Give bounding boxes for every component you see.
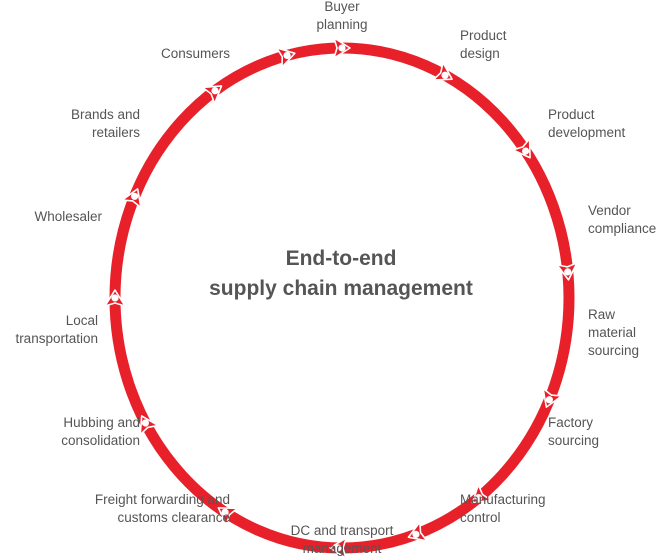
step-dot-icon [111, 294, 119, 302]
step-label-dc-transport-management: DC and transport management [290, 523, 394, 556]
diagram-title: End-to-end supply chain management [183, 244, 499, 304]
title-line-2: supply chain management [209, 277, 473, 300]
step-label-buyer-planning: Buyer planning [316, 0, 368, 32]
step-marker-buyer-planning [333, 37, 351, 59]
step-dot-icon [412, 530, 420, 538]
step-label-freight-forwarding: Freight forwarding and customs clearance [94, 492, 230, 525]
step-label-product-design: Product design [460, 28, 507, 61]
step-label-factory-sourcing: Factory sourcing [548, 415, 600, 448]
step-dot-icon [141, 419, 150, 427]
step-marker-wholesaler [121, 188, 142, 209]
step-dot-icon [131, 192, 139, 200]
step-label-vendor-compliance: Vendor compliance [588, 203, 657, 236]
title-line-1: End-to-end [285, 247, 397, 270]
step-marker-product-design [432, 61, 453, 81]
step-dot-icon [338, 44, 346, 52]
step-marker-product-development [512, 138, 531, 159]
step-label-hubbing-consolidation: Hubbing and consolidation [61, 415, 140, 448]
step-marker-hubbing-consolidation [139, 415, 159, 436]
step-marker-factory-sourcing [471, 484, 492, 504]
step-label-consumers: Consumers [160, 46, 230, 61]
step-marker-raw-material-sourcing [542, 387, 563, 408]
step-dot-icon [221, 508, 229, 516]
step-marker-local-transportation [104, 289, 126, 307]
step-dot-icon [475, 494, 483, 502]
step-dot-icon [283, 51, 291, 60]
step-label-wholesaler: Wholesaler [34, 209, 102, 224]
step-dot-icon [522, 147, 530, 155]
step-marker-freight-forwarding [217, 507, 239, 526]
step-label-raw-material-sourcing: Raw material sourcing [588, 307, 640, 358]
step-marker-brands-and-retailers [201, 85, 223, 105]
step-dot-icon [564, 268, 572, 276]
step-dot-icon [545, 396, 553, 404]
step-dot-icon [441, 71, 449, 79]
step-marker-vendor-compliance [556, 262, 578, 281]
step-marker-manufacturing-control [407, 521, 428, 542]
step-label-brands-and-retailers: Brands and retailers [70, 107, 140, 140]
step-dot-icon [334, 544, 342, 552]
step-label-product-development: Product development [548, 107, 626, 140]
step-dot-icon [211, 87, 219, 95]
step-label-local-transportation: Local transportation [15, 313, 98, 346]
step-marker-consumers [275, 47, 296, 68]
step-marker-dc-transport-management [329, 537, 348, 558]
step-label-manufacturing-control: Manufacturing control [460, 492, 546, 525]
